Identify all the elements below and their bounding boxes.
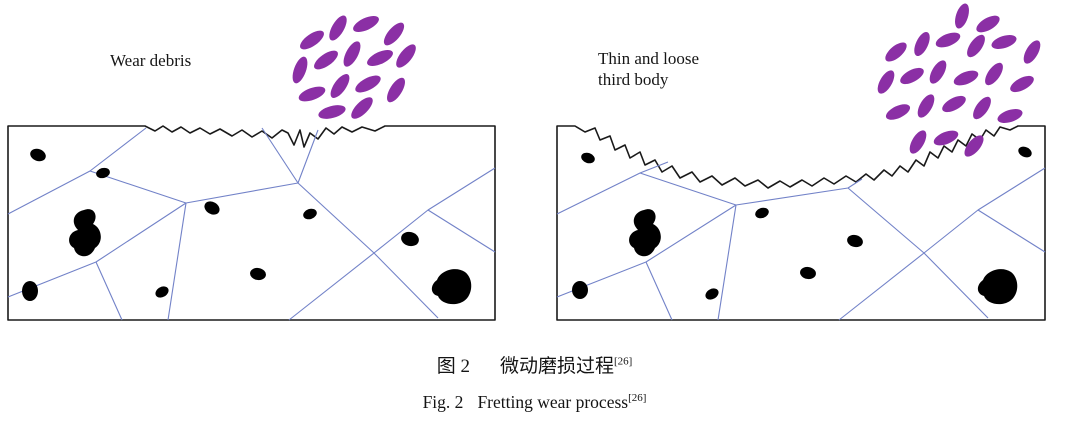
inclusion-blob: [250, 267, 266, 281]
debris-particle: [292, 56, 308, 84]
inclusion-blob: [977, 269, 1018, 305]
left-panel-label: Wear debris: [110, 50, 191, 71]
debris-particle: [300, 30, 324, 50]
grain-boundary-line: [838, 252, 925, 321]
debris-particle: [955, 3, 969, 29]
inclusion-blob: [303, 208, 317, 220]
debris-particle: [877, 70, 895, 94]
debris-particle: [929, 60, 947, 84]
inclusion-blob: [204, 201, 220, 215]
debris-particle: [355, 75, 381, 93]
grain-boundary-line: [645, 261, 673, 321]
debris-particle: [973, 96, 991, 120]
inclusion-blob: [401, 231, 419, 247]
inclusion-blob: [22, 281, 38, 301]
grain-boundary-line: [167, 202, 187, 321]
caption-en-text: Fretting wear process: [477, 392, 629, 412]
grain-boundary-line: [639, 172, 863, 206]
debris-particle: [383, 22, 405, 46]
debris-particle: [933, 130, 959, 146]
debris-particle: [991, 35, 1017, 49]
debris-particle: [967, 34, 985, 58]
debris-particle: [964, 135, 984, 157]
inclusion-blob: [705, 288, 719, 300]
caption-zh-reference: [26]: [613, 355, 633, 368]
debris-particle: [1023, 40, 1041, 64]
debris-particle: [298, 86, 326, 102]
debris-particle: [909, 130, 927, 154]
grain-boundary-line: [95, 261, 123, 321]
grain-boundary-line: [297, 182, 375, 254]
right-panel-label: Thin and loose third body: [598, 48, 699, 90]
inclusion-blob: [800, 266, 816, 280]
inclusion-blob: [572, 281, 588, 299]
grain-boundary-line: [427, 209, 496, 253]
debris-particle: [914, 31, 930, 57]
grain-boundary-line: [373, 252, 439, 319]
debris-particle: [976, 15, 1000, 33]
debris-particle: [900, 67, 924, 85]
debris-particle: [885, 42, 907, 62]
caption-zh-number: 图 2: [436, 356, 470, 377]
specimen-outline: [556, 125, 1046, 321]
inclusion-blob: [755, 207, 769, 219]
debris-particle: [396, 44, 416, 68]
grain-boundary-line: [261, 127, 299, 184]
specimen-outline: [7, 125, 496, 321]
grain-boundary-line: [89, 129, 319, 204]
debris-particle: [935, 32, 961, 48]
debris-particle: [1010, 75, 1034, 93]
inclusion-blob: [581, 152, 595, 164]
caption-en-number: Fig. 2: [422, 392, 464, 412]
inclusion-blob: [431, 269, 472, 305]
grain-boundary-line: [977, 209, 1046, 253]
grain-boundary-line: [288, 252, 375, 321]
caption-chinese: 图 2 微动磨损过程[26]: [0, 351, 1069, 378]
inclusion-blob: [629, 209, 661, 257]
caption-zh-text: 微动磨损过程: [499, 356, 614, 377]
debris-particle: [917, 94, 935, 118]
inclusion-blob: [1018, 146, 1032, 158]
debris-particle: [330, 74, 350, 98]
grain-boundary-line: [847, 187, 925, 254]
debris-particle: [942, 95, 966, 113]
inclusion-blob: [30, 148, 46, 162]
debris-particle: [885, 104, 911, 120]
right-specimen: [556, 125, 1046, 321]
fretting-wear-illustration: [7, 3, 1046, 321]
debris-particle: [387, 77, 405, 103]
debris-particle: [985, 62, 1003, 86]
right-panel-label-line1: Thin and loose: [598, 49, 700, 68]
left-panel-label-text: Wear debris: [110, 51, 192, 70]
debris-particle: [343, 41, 361, 67]
left-debris-cluster: [292, 15, 416, 119]
inclusion-blob: [69, 209, 101, 257]
debris-particle: [314, 50, 338, 70]
inclusion-blob: [96, 167, 110, 179]
left-specimen: [7, 125, 496, 321]
caption-en-reference: [26]: [628, 392, 647, 405]
grain-boundary-line: [717, 204, 737, 321]
debris-particle: [351, 97, 373, 119]
grain-boundary-line: [923, 252, 989, 319]
debris-particle: [329, 15, 347, 41]
right-panel-label-line2: third body: [598, 70, 669, 89]
debris-particle: [997, 109, 1023, 123]
inclusion-blob: [155, 286, 169, 298]
caption-english: Fig. 2 Fretting wear process[26]: [0, 392, 1069, 413]
debris-particle: [367, 49, 393, 67]
grain-boundary-lines: [7, 127, 496, 321]
debris-particle: [318, 105, 346, 119]
debris-particle: [953, 70, 979, 86]
inclusion-blobs: [22, 148, 472, 305]
inclusion-blobs: [572, 146, 1032, 305]
inclusion-blob: [847, 234, 863, 248]
right-debris-cluster: [877, 3, 1041, 157]
debris-particle: [353, 15, 379, 33]
